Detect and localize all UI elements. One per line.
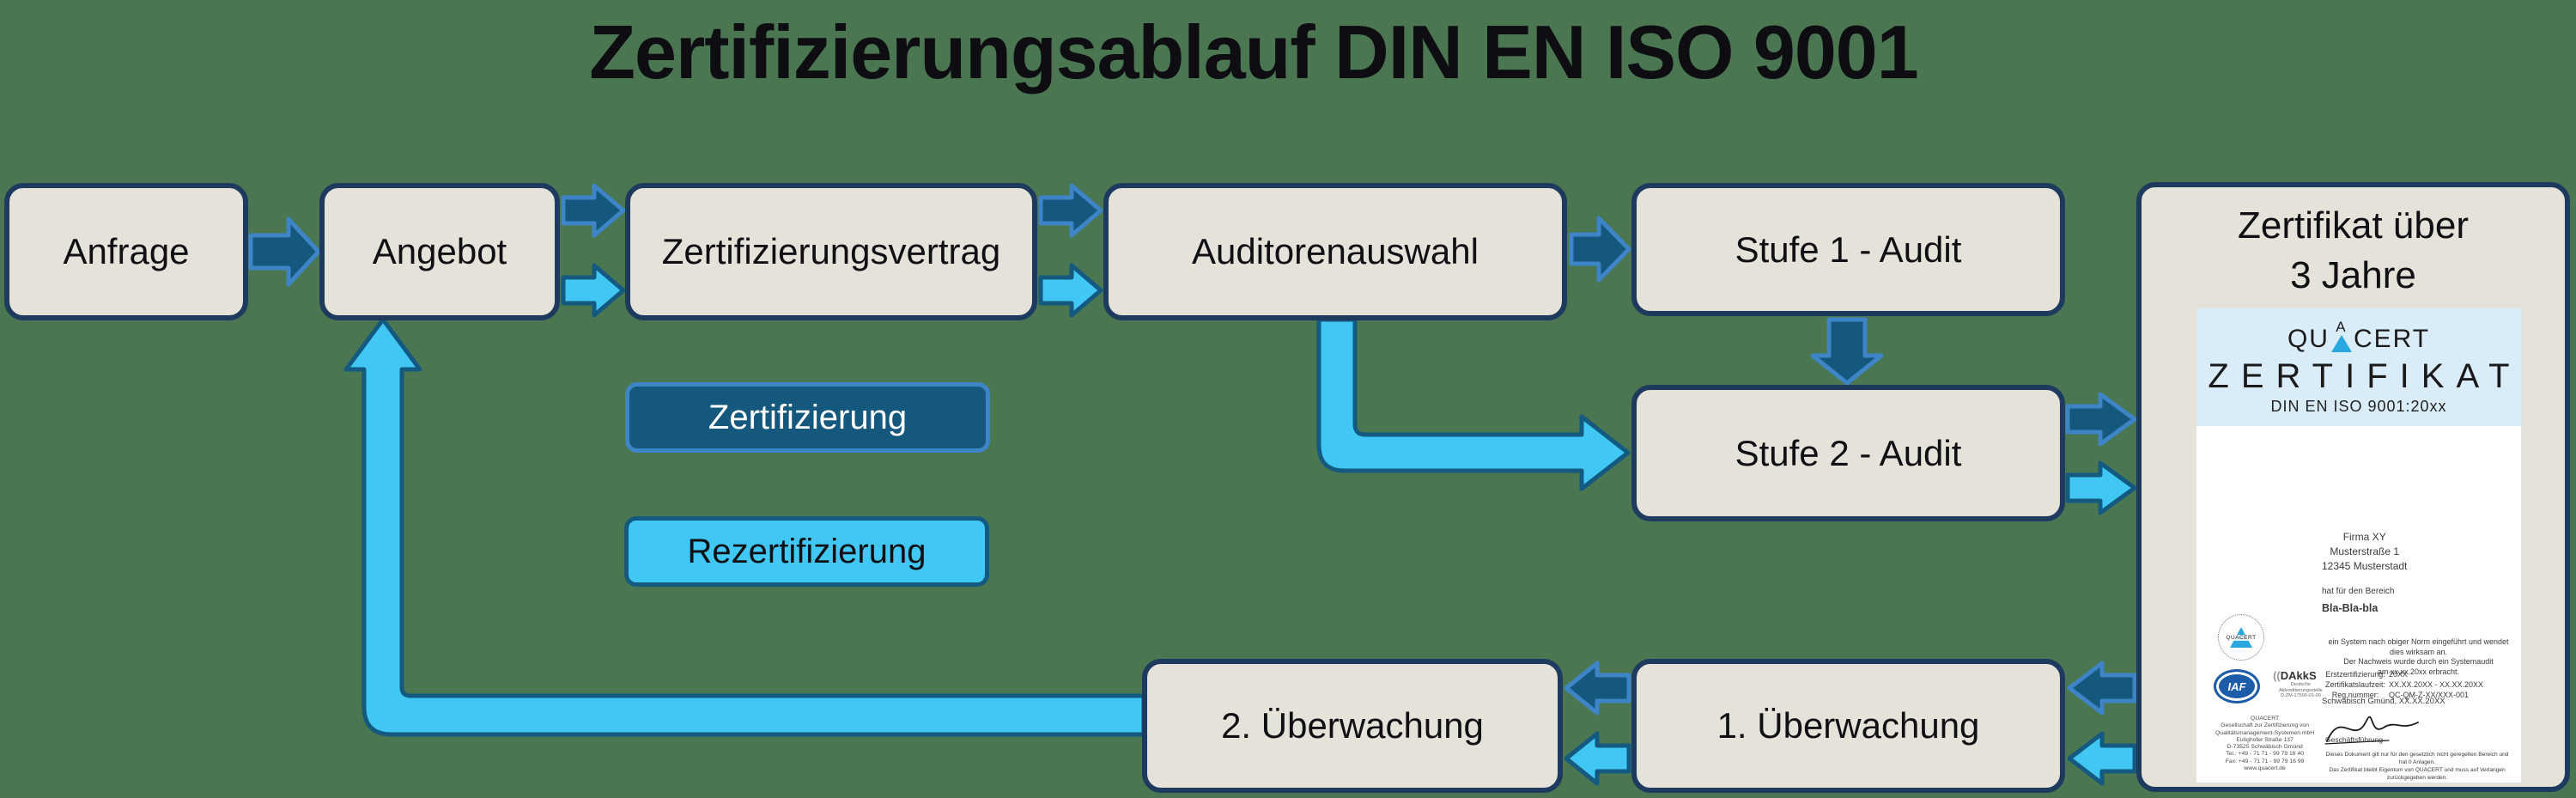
certificate-standard: DIN EN ISO 9001:20xx <box>2270 397 2447 415</box>
dakks-sub2: Akkreditierungsstelle <box>2279 687 2323 693</box>
node-anfrage-label: Anfrage <box>63 231 190 271</box>
node-stufe1-audit: Stufe 1 - Audit <box>1631 183 2065 316</box>
arrow-angebot-vertrag-dark-icon <box>561 183 626 238</box>
legend-zertifizierung: Zertifizierung <box>625 382 990 453</box>
quacert-logo-a: A <box>2336 318 2348 335</box>
legend-zertifizierung-label: Zertifizierung <box>708 398 908 436</box>
recipient-city: 12345 Musterstadt <box>2322 559 2408 572</box>
node-auditorenauswahl-label: Auditorenauswahl <box>1192 231 1479 271</box>
dakks-label: DAkkS <box>2280 669 2317 682</box>
arrow-ueb1-ueb2-cyan-icon <box>1564 731 1631 786</box>
arrow-vertrag-auditoren-dark-icon <box>1038 183 1103 238</box>
certificate-scope: Bla-Bla-bla <box>2322 602 2379 614</box>
arrow-angebot-vertrag-cyan-icon <box>561 263 626 318</box>
field-zertifikatslaufzeit: Zertifikatslaufzeit: XX.XX.20XX - XX.XX.… <box>2322 679 2483 690</box>
arrow-auditoren-stufe1-icon <box>1569 216 1631 283</box>
arrow-stufe1-stufe2-down-icon <box>1810 317 1884 386</box>
certificate-panel-heading: Zertifikat über 3 Jahre <box>2142 201 2565 301</box>
arrow-vertrag-auditoren-cyan-icon <box>1038 263 1103 318</box>
node-angebot: Angebot <box>319 183 560 320</box>
certificate-place-date: Schwäbisch Gmünd, XX.XX.20XX <box>2322 697 2445 706</box>
recipient-name: Firma XY <box>2342 531 2386 543</box>
signature-icon <box>2324 716 2419 745</box>
iaf-logo-label: IAF <box>2227 679 2246 693</box>
node-angebot-label: Angebot <box>372 231 507 271</box>
issuer-address-line4: Eutighofer Straße 137 <box>2236 736 2293 743</box>
quacert-logo: QU A CERT <box>2287 320 2430 352</box>
certificate-scope-intro: hat für den Bereich <box>2322 587 2395 596</box>
arrow-ueb1-ueb2-dark-icon <box>1564 661 1631 716</box>
connector-ueb2-angebot-icon <box>343 317 1146 737</box>
connector-auditoren-stufe2-icon <box>1316 317 1631 491</box>
arrow-zertifikat-ueb1-cyan-icon <box>2067 731 2137 786</box>
arrow-stufe2-zertifikat-cyan-icon <box>2065 460 2137 515</box>
dakks-subtext: Deutsche Akkreditierungsstelle D-ZM-1750… <box>2279 682 2323 699</box>
dakks-logo-text: ((DAkkS <box>2267 669 2323 682</box>
certificate-body-line1: ein System nach obiger Norm eingeführt u… <box>2328 637 2509 656</box>
certificate-body-line3: am xx.xx.20xx erbracht. <box>2377 667 2460 677</box>
arrow-zertifikat-ueb1-dark-icon <box>2067 661 2137 716</box>
certificate-footnote-line1: Dieses Dokument gilt nur für den gesetzl… <box>2325 752 2509 765</box>
certificate-fields: Erstzertifizierung: 20XX Zertifikatslauf… <box>2322 669 2483 700</box>
field-regnummer-value: QC-QM-Z-XX/XXX-001 <box>2389 691 2470 700</box>
certificate-body-text: ein System nach obiger Norm eingeführt u… <box>2322 637 2515 678</box>
node-ueberwachung-1: 1. Überwachung <box>1631 659 2065 793</box>
arrow-stufe2-zertifikat-dark-icon <box>2065 392 2137 447</box>
quacert-logo-cert: CERT <box>2353 324 2431 353</box>
field-erstzertifizierung-label: Erstzertifizierung: <box>2325 670 2385 679</box>
accreditation-logos: IAF ((DAkkS Deutsche Akkreditierungsstel… <box>2214 669 2323 704</box>
field-regnummer: Reg.nummer: QC-QM-Z-XX/XXX-001 <box>2322 690 2483 700</box>
quacert-seal-icon: QUACERT <box>2218 614 2264 661</box>
signature-caption: Geschäftsführung <box>2325 735 2384 744</box>
certificate-footnote-line2: Das Zertifikat bleibt Eigentum von QUACE… <box>2329 766 2506 781</box>
quacert-logo-triangle-icon: A <box>2330 318 2352 352</box>
field-zertifikatslaufzeit-label: Zertifikatslaufzeit: <box>2324 680 2386 690</box>
dakks-sub1: Deutsche <box>2290 682 2311 687</box>
node-zertifizierungsvertrag: Zertifizierungsvertrag <box>625 183 1037 320</box>
issuer-address-block: QUACERT Gesellschaft zur Zertifizierung … <box>2215 716 2314 772</box>
issuer-address-line7: Fax: +49 - 71 71 - 99 79 16 99 <box>2225 758 2305 764</box>
quacert-logo-qu: QU <box>2287 324 2330 353</box>
triangle-icon <box>2330 334 2352 352</box>
issuer-address-line3: Qualitätsmanagement-Systemen mbH <box>2215 729 2315 736</box>
node-ueberwachung-2-label: 2. Überwachung <box>1221 705 1484 746</box>
node-stufe1-audit-label: Stufe 1 - Audit <box>1735 228 1962 270</box>
node-zertifizierungsvertrag-label: Zertifizierungsvertrag <box>661 231 1001 271</box>
certificate-panel-heading-line1: Zertifikat über <box>2238 204 2469 247</box>
arrow-anfrage-angebot-icon <box>248 216 321 287</box>
node-anfrage: Anfrage <box>4 183 248 320</box>
certificate-footnote: Dieses Dokument gilt nur für den gesetzl… <box>2322 752 2512 783</box>
certificate-recipient: Firma XY Musterstraße 1 12345 Musterstad… <box>2322 530 2407 573</box>
node-ueberwachung-1-label: 1. Überwachung <box>1716 705 1980 746</box>
node-stufe2-audit-label: Stufe 2 - Audit <box>1735 432 1962 473</box>
legend-rezertifizierung: Rezertifizierung <box>624 516 989 587</box>
seal-label: QUACERT <box>2225 634 2257 641</box>
iaf-logo-icon: IAF <box>2214 669 2260 704</box>
certificate-doc-title: ZERTIFIKAT <box>2208 356 2522 395</box>
dakks-paren: (( <box>2273 669 2281 682</box>
issuer-address-line8: www.quacert.de <box>2244 764 2286 771</box>
field-erstzertifizierung: Erstzertifizierung: 20XX <box>2322 669 2483 679</box>
recipient-street: Musterstraße 1 <box>2330 545 2400 557</box>
page-title: Zertifizierungsablauf DIN EN ISO 9001 <box>589 9 1918 94</box>
issuer-address-line1: QUACERT <box>2251 716 2280 722</box>
certificate-document: QU A CERT ZERTIFIKAT DIN EN ISO 9001:20x… <box>2196 308 2521 783</box>
issuer-address-line5: D-73525 Schwäbisch Gmünd <box>2227 744 2303 751</box>
dakks-sub3: D-ZM-17500-01-00 <box>2280 693 2321 699</box>
field-regnummer-label: Reg.nummer: <box>2331 691 2379 700</box>
dakks-logo-icon: ((DAkkS Deutsche Akkreditierungsstelle D… <box>2267 669 2323 699</box>
node-stufe2-audit: Stufe 2 - Audit <box>1631 385 2065 521</box>
issuer-address-line2: Gesellschaft zur Zertifizierung von <box>2221 722 2309 729</box>
certificate-panel: Zertifikat über 3 Jahre QU A CERT ZERTIF… <box>2136 182 2570 792</box>
legend-rezertifizierung-label: Rezertifizierung <box>687 532 927 570</box>
certificate-body-line2: Der Nachweis wurde durch ein Systemaudit <box>2343 657 2494 667</box>
issuer-address-line6: Tel.: +49 - 71 71 - 99 79 16 40 <box>2226 751 2305 758</box>
field-zertifikatslaufzeit-value: XX.XX.20XX - XX.XX.20XX <box>2389 680 2484 690</box>
certificate-header-band: QU A CERT ZERTIFIKAT DIN EN ISO 9001:20x… <box>2196 308 2521 426</box>
field-erstzertifizierung-value: 20XX <box>2389 670 2409 679</box>
certificate-panel-heading-line2: 3 Jahre <box>2290 254 2416 297</box>
node-ueberwachung-2: 2. Überwachung <box>1142 659 1563 793</box>
node-auditorenauswahl: Auditorenauswahl <box>1103 183 1567 320</box>
